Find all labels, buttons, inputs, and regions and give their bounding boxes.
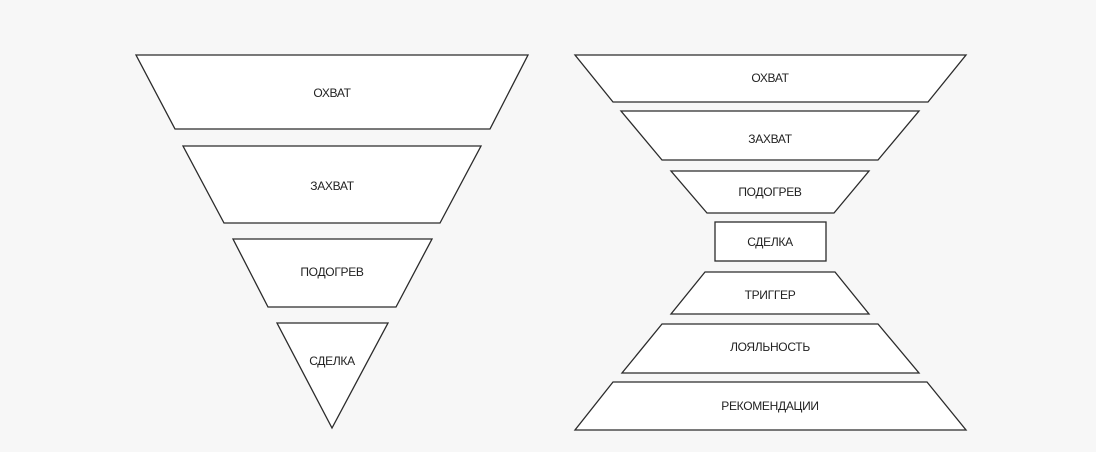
extended-stage-warmup [669,170,871,214]
extended-stage-trigger [669,271,871,315]
extended-stage-loyalty-label: ЛОЯЛЬНОСТЬ [730,340,810,354]
classic-funnel: ОХВАТ ЗАХВАТ ПОДОГРЕВ СДЕЛКА [134,54,530,430]
classic-stage-reach-label: ОХВАТ [313,86,351,100]
extended-stage-trigger-label: ТРИГГЕР [745,288,796,302]
extended-stage-capture-label: ЗАХВАТ [748,132,792,146]
extended-stage-deal [714,221,827,262]
extended-stage-reach-label: ОХВАТ [751,71,789,85]
classic-stage-capture-label: ЗАХВАТ [310,179,354,193]
classic-stage-reach [134,54,530,130]
extended-stage-capture [619,110,921,161]
classic-stage-deal [275,322,390,430]
classic-stage-warmup-label: ПОДОГРЕВ [300,265,364,279]
classic-stage-capture [181,145,483,224]
extended-stage-loyalty [620,323,921,374]
classic-stage-warmup [231,238,434,308]
extended-stage-reach [573,54,968,103]
extended-funnel: ОХВАТ ЗАХВАТ ПОДОГРЕВ СДЕЛКА ТРИГГЕР ЛОЯ… [573,54,968,431]
classic-stage-deal-label: СДЕЛКА [309,354,355,368]
extended-stage-deal-label: СДЕЛКА [747,235,793,249]
extended-stage-warmup-label: ПОДОГРЕВ [738,185,802,199]
extended-stage-referrals [573,381,968,431]
extended-stage-referrals-label: РЕКОМЕНДАЦИИ [721,399,819,413]
